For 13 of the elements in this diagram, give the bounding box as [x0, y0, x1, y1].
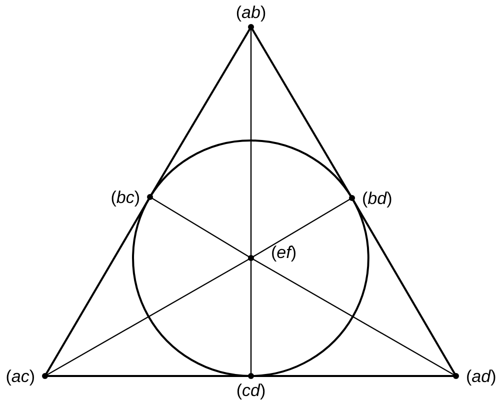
line-segment: [44, 257, 252, 377]
line-segment: [150, 196, 252, 259]
point-label: (cd): [236, 382, 266, 399]
point-label: (ac): [6, 368, 35, 384]
point-label: (ab): [236, 4, 266, 21]
point-label: (ad): [466, 368, 496, 384]
line-segment: [250, 197, 352, 259]
line-segment: [250, 257, 456, 377]
point-label: (ef): [271, 244, 297, 261]
point-label: (bd): [362, 190, 392, 206]
point-label: (bc): [110, 188, 140, 206]
line-segment: [250, 258, 252, 376]
line-segment: [250, 27, 252, 258]
